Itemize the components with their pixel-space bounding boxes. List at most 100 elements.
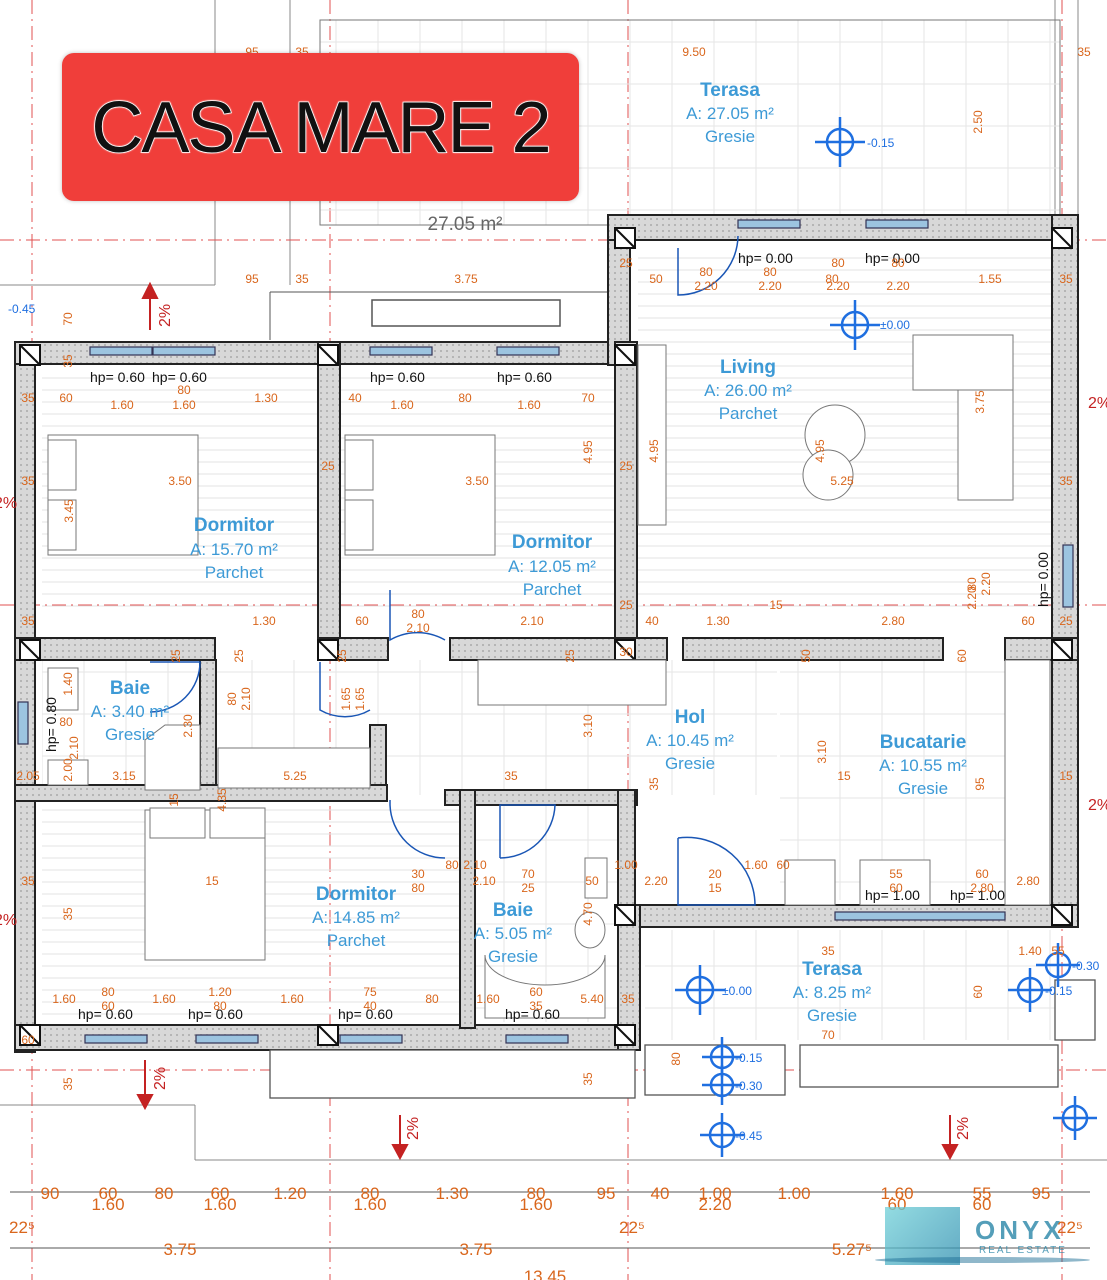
dimension-label: 80	[213, 999, 227, 1013]
walls	[14, 214, 1079, 1053]
dimension-label: 60	[529, 985, 543, 999]
window-height: hp= 0.60	[78, 1006, 133, 1022]
level-value: -0.45	[735, 1129, 763, 1143]
window-height: hp= 0.60	[497, 369, 552, 385]
room-name-terrace-bottom: Terasa	[802, 959, 862, 980]
bottom-dimension-label: 22⁵	[9, 1218, 35, 1237]
room-floor-terrace-bottom: Gresie	[807, 1006, 857, 1025]
dimension-label: 4.95	[581, 440, 595, 464]
room-name-bedroom1: Dormitor	[194, 515, 275, 536]
bottom-dimension-label: 95	[1032, 1184, 1051, 1203]
bottom-dimension-label: 3.75	[163, 1240, 196, 1259]
bottom-dimension-label: 60	[973, 1195, 992, 1214]
dimension-label: 60	[975, 867, 989, 881]
dimension-label: 2.10	[463, 858, 487, 872]
bottom-dimension-label: 1.30	[435, 1184, 468, 1203]
dimension-label: 5.25	[283, 769, 307, 783]
dimension-label: 1.60	[476, 992, 500, 1006]
dimension-label: 55	[1051, 944, 1065, 958]
slope-value: 2%	[152, 1067, 169, 1090]
room-floor-hall: Gresie	[665, 754, 715, 773]
room-area-bedroom2: A: 12.05 m²	[508, 557, 596, 576]
dimension-label: 40	[645, 614, 659, 628]
dimension-label: 75	[363, 985, 377, 999]
dimension-label: 35	[21, 391, 35, 405]
dimension-label: 1.60	[152, 992, 176, 1006]
dimension-label: 70	[521, 867, 535, 881]
dimension-label: 35	[21, 474, 35, 488]
dimension-label: 2.10	[67, 736, 81, 760]
dimension-label: 60	[59, 391, 73, 405]
dimension-label: 50	[585, 874, 599, 888]
bottom-dimension-label: 80	[527, 1184, 546, 1203]
dimension-label: 35	[1077, 45, 1091, 59]
window-height: hp= 0.60	[188, 1006, 243, 1022]
dimension-label: 2.20	[694, 279, 718, 293]
dimension-label: 50	[799, 649, 813, 663]
dimension-label: 15	[167, 793, 181, 807]
dimension-label: 35	[529, 999, 543, 1013]
dimension-label: 25	[619, 256, 633, 270]
dimension-label: 5.40	[580, 992, 604, 1006]
dimension-label: 60	[889, 881, 903, 895]
window-height: hp= 0.80	[43, 697, 59, 752]
dimension-label: 70	[61, 312, 75, 326]
bottom-total-label: 13.45	[524, 1267, 567, 1280]
dimension-label: 80	[225, 692, 239, 706]
room-area-bedroom3: A: 14.85 m²	[312, 908, 400, 927]
dimension-label: 25	[619, 459, 633, 473]
window-height: hp= 0.60	[505, 1006, 560, 1022]
dimension-label: 35	[821, 944, 835, 958]
bottom-dimension-label: 80	[155, 1184, 174, 1203]
dimension-label: 35	[61, 354, 75, 368]
dimension-label: 95	[245, 272, 259, 286]
bottom-dimension-label: 22⁵	[1057, 1218, 1083, 1237]
window-height: hp= 1.00	[950, 887, 1005, 903]
dimension-label: 1.40	[1018, 944, 1042, 958]
room-name-terrace-top: Terasa	[700, 80, 760, 101]
bottom-dimension-label: 80	[361, 1184, 380, 1203]
dimension-label: 2.80	[1016, 874, 1040, 888]
dimension-label: 80	[425, 992, 439, 1006]
bottom-dimension-label: 60	[211, 1184, 230, 1203]
dimension-label: 35	[581, 1072, 595, 1086]
dimension-label: 80	[59, 715, 73, 729]
room-name-bath2: Baie	[493, 900, 533, 921]
room-name-bedroom3: Dormitor	[316, 884, 397, 905]
dimension-label: 80	[458, 391, 472, 405]
bottom-dimension-label: 90	[41, 1184, 60, 1203]
dimension-label: 80	[177, 383, 191, 397]
dimension-label: 25	[563, 649, 577, 663]
level-value: -0.15	[735, 1051, 763, 1065]
slope-value: 2%	[0, 495, 17, 512]
dimension-label: 35	[1059, 272, 1073, 286]
dimension-label: 35	[1059, 474, 1073, 488]
room-area-kitchen: A: 10.55 m²	[879, 756, 967, 775]
window-height: hp= 0.60	[152, 369, 207, 385]
dimension-label: 1.60	[52, 992, 76, 1006]
dimension-label: 25	[169, 649, 183, 663]
dimension-label: 3.10	[815, 740, 829, 764]
dimension-label: 1.30	[254, 391, 278, 405]
dimension-label: 15	[769, 598, 783, 612]
dimension-label: 35	[295, 272, 309, 286]
dimension-label: 60	[971, 985, 985, 999]
dimension-label: 60	[101, 999, 115, 1013]
dimension-label: 3.50	[168, 474, 192, 488]
dimension-label: 2.20	[965, 586, 979, 610]
bottom-dimension-label: 55	[973, 1184, 992, 1203]
company-logo: ONYX REAL ESTATE	[875, 1205, 1095, 1273]
dimension-label: 1.60	[172, 398, 196, 412]
dimension-label: 3.10	[581, 714, 595, 738]
bottom-planters	[269, 979, 1096, 1099]
dimension-label: 60	[955, 649, 969, 663]
dimension-label: 2.20	[886, 279, 910, 293]
room-area-living: A: 26.00 m²	[704, 381, 792, 400]
dimension-label: 15	[205, 874, 219, 888]
room-area-bath2: A: 5.05 m²	[474, 924, 553, 943]
dimension-label: 2.50	[971, 110, 985, 134]
level-value: ±0.00	[722, 984, 752, 998]
level-value: ±0.00	[880, 318, 910, 332]
bottom-dimension-label: 1.60	[91, 1195, 124, 1214]
